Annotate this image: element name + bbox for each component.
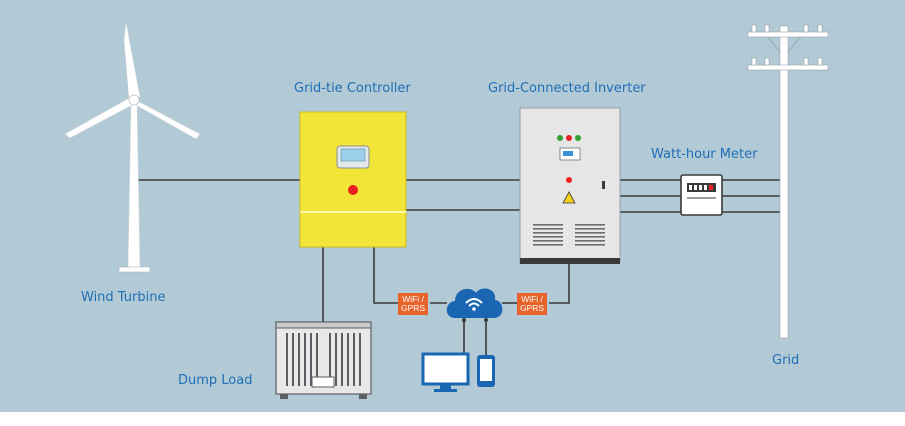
wifi-badge-right-line1: WiFi / (521, 294, 543, 304)
meter-digits (689, 185, 707, 190)
inverter-red-button (566, 177, 572, 183)
watt-hour-meter-label: Watt-hour Meter (651, 147, 758, 162)
wind-turbine (64, 21, 201, 273)
warning-icon (562, 191, 576, 204)
inverter-vent-left (533, 224, 563, 246)
grid-label: Grid (772, 353, 800, 368)
inverter-display-screen (563, 151, 573, 156)
dump-load-vents (286, 333, 361, 386)
wifi-gprs-badge-left: WiFi / GPRS (398, 293, 429, 315)
cloud-wifi-icon (446, 288, 503, 322)
pole-brace-left (767, 36, 781, 53)
turbine-hub (128, 94, 140, 106)
dump-load-foot-left (280, 394, 288, 399)
meter-case (680, 174, 723, 216)
dump-load-terminal (311, 376, 335, 388)
inverter-led-red (566, 135, 572, 141)
inverter-comm-line (549, 262, 570, 304)
watt-hour-meter (680, 174, 723, 216)
grid-connected-inverter (519, 107, 621, 264)
smartphone-icon (477, 355, 495, 387)
dump-load-label: Dump Load (178, 373, 253, 388)
monitor-icon (421, 352, 470, 392)
grid-tie-controller-label: Grid-tie Controller (294, 81, 411, 96)
grid-connected-inverter-label: Grid-Connected Inverter (488, 81, 646, 96)
pole-crossarm-bottom (747, 64, 829, 71)
pole-insulators (751, 24, 823, 66)
inverter-door-handle (602, 181, 605, 189)
inverter-vent-right (575, 224, 605, 246)
turbine-base (118, 266, 151, 273)
grid-pole (747, 24, 829, 339)
controller-body (299, 111, 407, 248)
inverter-led-green (557, 135, 563, 141)
meter-digit-red (709, 185, 713, 190)
wifi-badge-left-line1: WiFi / (402, 294, 424, 304)
pole-crossarm-top (747, 31, 829, 38)
controller-red-button (348, 185, 358, 195)
inverter-led-green-2 (575, 135, 581, 141)
grid-tie-controller (299, 111, 407, 248)
inverter-plinth (520, 258, 620, 264)
dump-load-lid (275, 321, 372, 329)
pole-brace-right (787, 36, 801, 53)
wind-turbine-label: Wind Turbine (81, 290, 166, 305)
pole-mast (779, 25, 789, 339)
dump-load-foot-right (359, 394, 367, 399)
controller-comm-line (373, 247, 400, 304)
controller-display-screen (340, 148, 366, 162)
wifi-gprs-badge-right: WiFi / GPRS (517, 293, 548, 315)
wifi-badge-left-line2: GPRS (401, 303, 426, 313)
wifi-badge-right-line2: GPRS (520, 303, 545, 313)
dump-load (275, 321, 372, 399)
